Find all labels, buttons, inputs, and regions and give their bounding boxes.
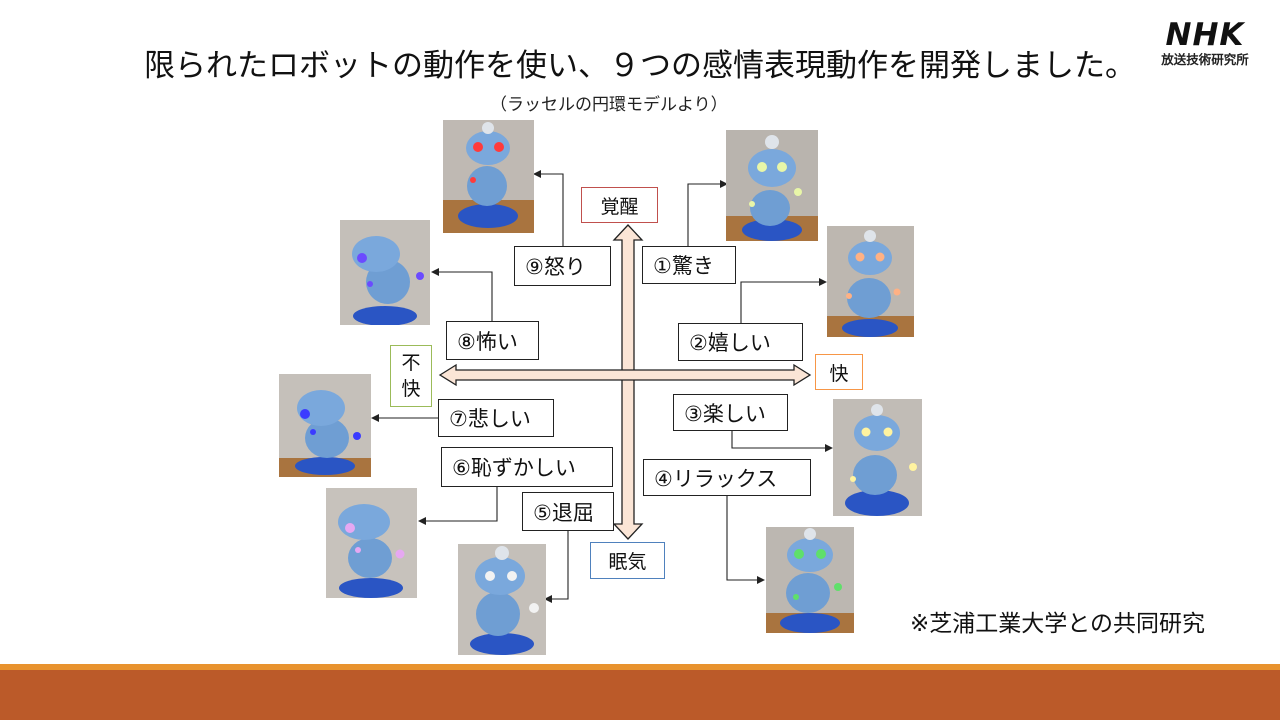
robot-led xyxy=(494,142,504,152)
connector-fear xyxy=(431,268,493,321)
collaboration-note: ※芝浦工業大学との共同研究 xyxy=(910,611,1206,637)
connector-happy xyxy=(740,278,827,323)
connector-fun xyxy=(731,431,833,452)
connector-surprise xyxy=(687,180,728,246)
robot-led xyxy=(357,253,367,263)
emotion-label-fear: ⑧怖い xyxy=(446,321,539,360)
robot-relax-illustration xyxy=(766,527,854,633)
robot-photo-fun xyxy=(833,399,922,516)
robot-led xyxy=(794,188,802,196)
robot-led xyxy=(861,427,871,437)
robot-led xyxy=(416,272,424,280)
robot-led xyxy=(883,427,893,437)
axis-label-unpleasant-text-2: 快 xyxy=(401,378,421,400)
robot-led xyxy=(355,547,361,553)
robot-led xyxy=(794,549,804,559)
robot-photo-surprise xyxy=(726,130,818,241)
robot-photo-fear xyxy=(340,220,430,325)
slide-subtitle: （ラッセルの円環モデルより） xyxy=(490,95,728,115)
robot-led xyxy=(507,571,517,581)
robot-led xyxy=(793,594,799,600)
robot-led xyxy=(875,252,885,262)
robot-led xyxy=(846,293,852,299)
connector-anger xyxy=(533,170,564,246)
robot-led xyxy=(310,429,316,435)
robot-led xyxy=(345,523,355,533)
robot-led xyxy=(850,476,856,482)
axis-label-pleasant: 快 xyxy=(815,354,863,390)
robot-bored-illustration xyxy=(458,544,546,655)
emotion-label-sad: ⑦悲しい xyxy=(438,399,554,437)
logo-subtext: 放送技術研究所 xyxy=(1161,52,1249,67)
vertical-axis-arrow xyxy=(612,224,644,540)
robot-photo-happy xyxy=(827,226,914,337)
emotion-label-anger: ⑨怒り xyxy=(514,246,611,286)
robot-led xyxy=(395,549,405,559)
footer-accent-line xyxy=(0,664,1280,670)
robot-anger-illustration xyxy=(443,120,534,233)
emotion-label-bored: ⑤退屈 xyxy=(522,492,614,531)
slide-title: 限られたロボットの動作を使い、９つの感情表現動作を開発しました。 xyxy=(144,48,1136,84)
robot-led xyxy=(749,201,755,207)
robot-surprise-illustration xyxy=(726,130,818,241)
emotion-label-surprise: ①驚き xyxy=(642,246,736,284)
emotion-label-happy: ②嬉しい xyxy=(678,323,803,361)
robot-led xyxy=(367,281,373,287)
robot-led xyxy=(855,252,865,262)
robot-photo-relax xyxy=(766,527,854,633)
emotion-label-fun: ③楽しい xyxy=(673,394,788,431)
axis-label-sleepiness: 眠気 xyxy=(590,542,665,579)
robot-photo-sad xyxy=(279,374,371,477)
robot-fear-illustration xyxy=(340,220,430,325)
robot-happy-illustration xyxy=(827,226,914,337)
robot-led xyxy=(473,142,483,152)
robot-fun-illustration xyxy=(833,399,922,516)
axis-label-arousal-text: 覚醒 xyxy=(600,195,639,218)
robot-led xyxy=(485,571,495,581)
robot-photo-bored xyxy=(458,544,546,655)
connector-shy xyxy=(418,487,498,525)
horizontal-axis-arrow xyxy=(438,363,812,387)
emotion-label-shy: ⑥恥ずかしい xyxy=(441,447,613,487)
robot-led xyxy=(529,603,539,613)
robot-led xyxy=(353,432,361,440)
robot-led xyxy=(909,463,917,471)
robot-photo-shy xyxy=(326,488,417,598)
robot-sad-illustration xyxy=(279,374,371,477)
footer-bar xyxy=(0,670,1280,720)
robot-shy-illustration xyxy=(326,488,417,598)
axis-label-arousal: 覚醒 xyxy=(581,187,658,223)
nhk-logo: NHK 放送技術研究所 xyxy=(1150,18,1260,68)
axis-label-pleasant-text: 快 xyxy=(829,362,849,385)
axis-label-sleepiness-text: 眠気 xyxy=(608,551,647,573)
robot-led xyxy=(470,177,476,183)
logo-wordmark: NHK xyxy=(1165,17,1245,53)
emotion-label-relax: ④リラックス xyxy=(643,459,811,496)
robot-led xyxy=(777,162,787,172)
robot-led xyxy=(893,288,901,296)
robot-led xyxy=(300,409,310,419)
axis-label-unpleasant-text-1: 不 xyxy=(401,352,421,374)
robot-led xyxy=(816,549,826,559)
axis-label-unpleasant: 不 快 xyxy=(390,345,432,407)
connector-relax xyxy=(726,496,765,584)
connector-bored xyxy=(544,531,569,603)
robot-led xyxy=(834,583,842,591)
robot-led xyxy=(757,162,767,172)
robot-photo-anger xyxy=(443,120,534,233)
